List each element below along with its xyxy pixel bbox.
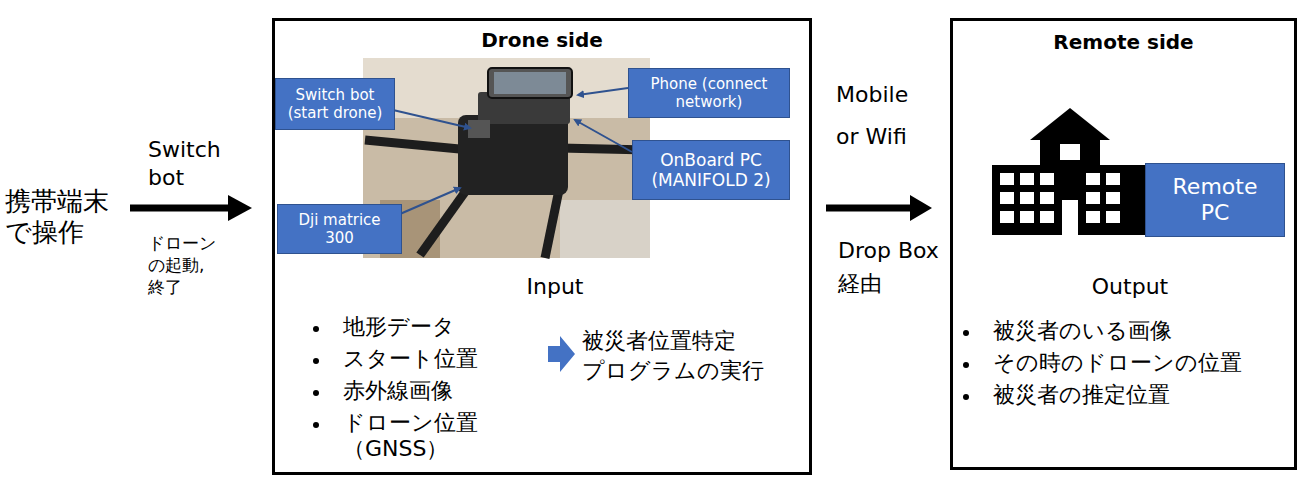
- building-window: [1106, 173, 1120, 185]
- callout-text: Switch bot (start drone): [284, 86, 386, 122]
- building-window: [1106, 192, 1120, 204]
- leader-line: [400, 188, 460, 214]
- bullet-row: スタート位置: [305, 346, 555, 372]
- callout-text: Phone (connect network): [637, 75, 781, 111]
- connector-shaft: [826, 205, 912, 212]
- callout-box: OnBoard PC (MANIFOLD 2): [632, 140, 790, 200]
- section-heading: Output: [1060, 274, 1200, 300]
- bullet-row: 被災者の推定位置: [955, 382, 1293, 408]
- leader-line: [575, 120, 632, 152]
- phone: [488, 68, 572, 98]
- building-window: [1040, 173, 1054, 185]
- switch-bot: [468, 120, 490, 138]
- building-window: [1086, 173, 1100, 185]
- photo-floor-object: [560, 200, 650, 258]
- building-window: [1000, 192, 1014, 204]
- bullet-row: その時のドローンの位置: [955, 350, 1293, 376]
- building-icon: [992, 108, 1145, 235]
- leader-line: [393, 110, 470, 128]
- process-text: 被災者位置特定 プログラムの実行: [582, 326, 804, 385]
- bullet-dot: [963, 394, 969, 400]
- bullet-row: 赤外線画像: [305, 378, 555, 404]
- bullet-item: 地形データ: [343, 314, 555, 340]
- drone-leg: [545, 185, 560, 258]
- drone-photo: [363, 58, 650, 258]
- arrow-label: Switch bot: [148, 136, 233, 191]
- drone-body: [458, 115, 568, 195]
- remote-side-panel: Remote sideOutput 被災者のいる画像その時のドローンの位置被災者の…: [950, 18, 1297, 470]
- block-arrow: [548, 336, 575, 372]
- control-arrow-shaft: [130, 205, 230, 212]
- callout-box: Phone (connect network): [628, 68, 790, 118]
- building-window: [1040, 192, 1054, 204]
- edge-label: Mobile or Wifi: [836, 74, 916, 158]
- building-window: [1020, 192, 1034, 204]
- bullet-item: 被災者の推定位置: [993, 382, 1293, 408]
- leader-line: [578, 88, 628, 95]
- arrow-note: ドローン の起動, 終了: [148, 232, 230, 298]
- building-window: [1060, 144, 1080, 160]
- building-roof: [1030, 108, 1110, 140]
- bullet-dot: [313, 390, 319, 396]
- bullet-dot: [313, 358, 319, 364]
- section-heading: Input: [490, 274, 620, 300]
- bullet-row: 被災者のいる画像: [955, 318, 1293, 344]
- building-door: [1062, 200, 1078, 235]
- building-window: [1040, 211, 1054, 223]
- bullet-item: スタート位置: [343, 346, 555, 372]
- arrow-note: Drop Box 経由: [838, 234, 953, 300]
- building-window: [1106, 211, 1120, 223]
- building-tower: [1040, 138, 1100, 168]
- building-window: [1000, 211, 1014, 223]
- panel-title: Drone side: [272, 28, 812, 52]
- building-window: [1086, 192, 1100, 204]
- callout-box: Dji matrice 300: [277, 204, 402, 254]
- building-body: [992, 165, 1145, 235]
- bullet-item: 被災者のいる画像: [993, 318, 1293, 344]
- connector-head: [910, 195, 932, 221]
- bullet-row: ドローン位置（GNSS）: [305, 410, 555, 463]
- phone-screen: [494, 72, 566, 94]
- building-window: [1086, 211, 1100, 223]
- bullet-item: その時のドローンの位置: [993, 350, 1293, 376]
- building-window: [1020, 173, 1034, 185]
- callout-text: Remote PC: [1166, 174, 1264, 227]
- drone-side-panel: Drone sideInput 地形データスタート位置赤外線画像ドローン位置（GN…: [272, 18, 812, 475]
- callout-text: Dji matrice 300: [290, 211, 389, 247]
- bullet-row: 地形データ: [305, 314, 555, 340]
- operator-label: 携帯端末 で操作: [5, 186, 130, 248]
- remote-pc-box: Remote PC: [1145, 163, 1285, 237]
- bullet-dot: [963, 362, 969, 368]
- connector-arrow: [826, 195, 932, 221]
- callout-box: Switch bot (start drone): [275, 78, 395, 130]
- building-window: [1000, 173, 1014, 185]
- bullet-item: ドローン位置（GNSS）: [343, 410, 555, 463]
- building-window: [1020, 211, 1034, 223]
- bullet-dot: [963, 330, 969, 336]
- drone-arm: [365, 140, 470, 150]
- photo-background: [363, 58, 650, 258]
- bullet-item: 赤外線画像: [343, 378, 555, 404]
- bullet-dot: [313, 326, 319, 332]
- bullet-dot: [313, 422, 319, 428]
- panel-title: Remote side: [950, 30, 1297, 54]
- callout-text: OnBoard PC (MANIFOLD 2): [641, 150, 781, 191]
- control-arrow-head: [228, 195, 252, 221]
